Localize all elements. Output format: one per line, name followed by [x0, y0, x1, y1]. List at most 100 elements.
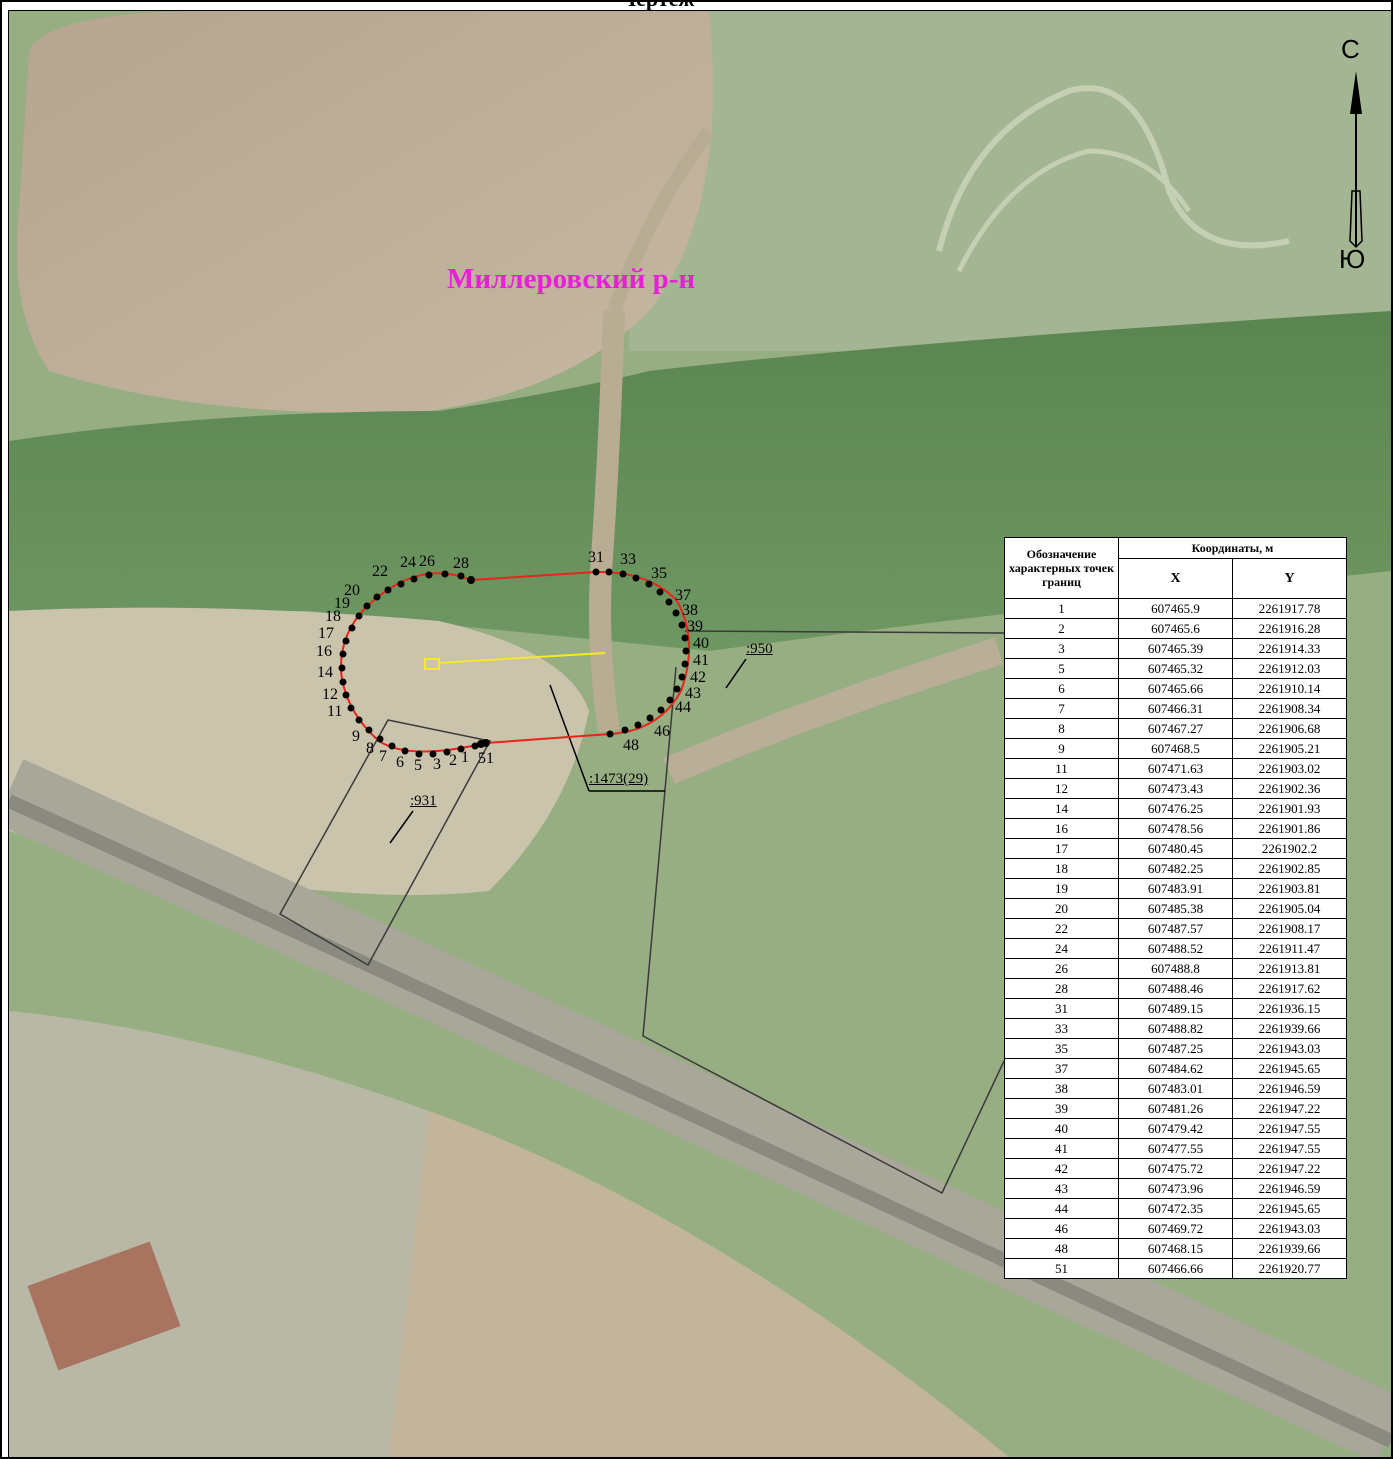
point-label: 1 [461, 749, 469, 766]
point-label: 20 [344, 582, 360, 599]
point-cell: 44 [1004, 1198, 1119, 1219]
point-cell: 16 [1004, 818, 1119, 839]
y-cell: 2261912.03 [1232, 658, 1347, 679]
point-label: 38 [682, 602, 698, 619]
x-cell: 607485.38 [1118, 898, 1233, 919]
point-cell: 39 [1004, 1098, 1119, 1119]
point-cell: 19 [1004, 878, 1119, 899]
point-label: 16 [316, 643, 332, 660]
point-label: 17 [318, 625, 334, 642]
north-label: С [1341, 34, 1360, 64]
district-label: Миллеровский р-н [447, 263, 696, 295]
plowed-field [17, 11, 713, 413]
coordinates-table: Обозначение характерных точек границ Коо… [1004, 536, 1347, 1279]
y-cell: 2261902.85 [1232, 858, 1347, 879]
x-cell: 607480.45 [1118, 838, 1233, 859]
x-cell: 607469.72 [1118, 1218, 1233, 1239]
x-cell: 607482.25 [1118, 858, 1233, 879]
building-roof [27, 1241, 181, 1371]
x-cell: 607465.32 [1118, 658, 1233, 679]
cadastral-label-950: :950 [746, 641, 773, 657]
x-cell: 607465.6 [1118, 618, 1233, 639]
y-cell: 2261945.65 [1232, 1198, 1347, 1219]
point-cell: 18 [1004, 858, 1119, 879]
x-cell: 607468.15 [1118, 1238, 1233, 1259]
frame-inner-line [8, 10, 9, 1459]
yellow-line [437, 652, 606, 664]
cadastral-label-931: :931 [410, 793, 437, 809]
x-cell: 607473.96 [1118, 1178, 1233, 1199]
x-cell: 607483.91 [1118, 878, 1233, 899]
y-cell: 2261914.33 [1232, 638, 1347, 659]
leader-950 [725, 658, 747, 689]
y-cell: 2261947.55 [1232, 1118, 1347, 1139]
upper-right-field [629, 11, 1391, 351]
point-label: 18 [325, 608, 341, 625]
point-cell: 26 [1004, 958, 1119, 979]
boundary-north-segment [470, 571, 597, 581]
point-label: 46 [654, 723, 670, 740]
y-cell: 2261939.66 [1232, 1238, 1347, 1259]
y-cell: 2261906.68 [1232, 718, 1347, 739]
railway-embankment [9, 759, 1391, 1457]
y-cell: 2261905.21 [1232, 738, 1347, 759]
point-label: 43 [685, 685, 701, 702]
point-cell: 42 [1004, 1158, 1119, 1179]
point-label: 35 [651, 565, 667, 582]
point-cell: 6 [1004, 678, 1119, 699]
y-cell: 2261947.55 [1232, 1138, 1347, 1159]
point-label: 3 [433, 756, 441, 773]
point-cell: 20 [1004, 898, 1119, 919]
point-cell: 51 [1004, 1258, 1119, 1279]
x-cell: 607487.25 [1118, 1038, 1233, 1059]
point-cell: 31 [1004, 998, 1119, 1019]
y-cell: 2261917.62 [1232, 978, 1347, 999]
x-cell: 607481.26 [1118, 1098, 1233, 1119]
y-cell: 2261947.22 [1232, 1098, 1347, 1119]
point-label: 28 [453, 555, 469, 572]
cadastral-label-1473: :1473(29) [589, 771, 649, 787]
x-cell: 607467.27 [1118, 718, 1233, 739]
y-cell: 2261903.81 [1232, 878, 1347, 899]
north-arrow-tail [1349, 190, 1363, 249]
y-cell: 2261902.36 [1232, 778, 1347, 799]
x-cell: 607477.55 [1118, 1138, 1233, 1159]
point-label: 51 [478, 750, 494, 767]
drawing-title: Чертеж [620, 0, 694, 12]
x-cell: 607471.63 [1118, 758, 1233, 779]
y-cell: 2261901.86 [1232, 818, 1347, 839]
parcel-950-top-edge [684, 630, 1005, 634]
dirt-road-north [607, 126, 715, 314]
boundary-point-markers [338, 568, 690, 758]
point-label: 6 [396, 754, 404, 771]
header-x: X [1118, 558, 1233, 599]
point-label: 26 [419, 553, 435, 570]
point-label: 9 [352, 728, 360, 745]
field-track-1 [936, 85, 1290, 252]
bottom-field [389, 1111, 1009, 1457]
y-cell: 2261943.03 [1232, 1218, 1347, 1239]
y-cell: 2261911.47 [1232, 938, 1347, 959]
point-label: 11 [327, 703, 343, 720]
x-cell: 607489.15 [1118, 998, 1233, 1019]
dirt-road-east [663, 637, 1004, 784]
leader-931 [389, 810, 414, 844]
x-cell: 607488.46 [1118, 978, 1233, 999]
header-y: Y [1232, 558, 1347, 599]
y-cell: 2261901.93 [1232, 798, 1347, 819]
